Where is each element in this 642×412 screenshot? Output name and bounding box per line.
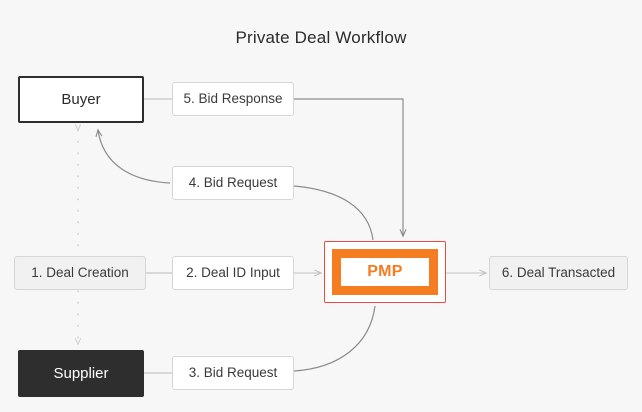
edge-bid-response-to-pmp (294, 98, 403, 236)
node-deal-transacted-label: 6. Deal Transacted (501, 264, 616, 280)
node-buyer-label: Buyer (61, 90, 101, 108)
node-deal-creation-label: 1. Deal Creation (31, 264, 129, 280)
node-pmp-frame: PMP (332, 249, 438, 295)
node-bid-request-supplier-label: 3. Bid Request (188, 364, 278, 380)
node-bid-request-buyer-label: 4. Bid Request (188, 174, 278, 190)
node-deal-creation[interactable]: 1. Deal Creation (14, 256, 146, 290)
node-bid-response[interactable]: 5. Bid Response (172, 82, 294, 116)
node-pmp-label: PMP (367, 263, 403, 280)
node-deal-id-input-label: 2. Deal ID Input (186, 264, 280, 280)
node-bid-request-buyer[interactable]: 4. Bid Request (172, 166, 294, 200)
node-supplier[interactable]: Supplier (18, 350, 144, 397)
node-buyer[interactable]: Buyer (18, 76, 144, 123)
edge-bid-request-buyer-to-pmp (293, 185, 374, 241)
node-supplier-label: Supplier (53, 364, 109, 382)
edge-bid-request-to-buyer (98, 130, 171, 184)
node-deal-transacted[interactable]: 6. Deal Transacted (489, 256, 628, 290)
node-bid-request-supplier[interactable]: 3. Bid Request (172, 356, 294, 390)
page-title: Private Deal Workflow (235, 28, 407, 47)
node-deal-id-input[interactable]: 2. Deal ID Input (172, 256, 294, 290)
edge-bid-request-supplier-to-pmp (293, 305, 376, 372)
node-bid-response-label: 5. Bid Response (183, 90, 283, 106)
node-pmp[interactable]: PMP (324, 241, 446, 303)
